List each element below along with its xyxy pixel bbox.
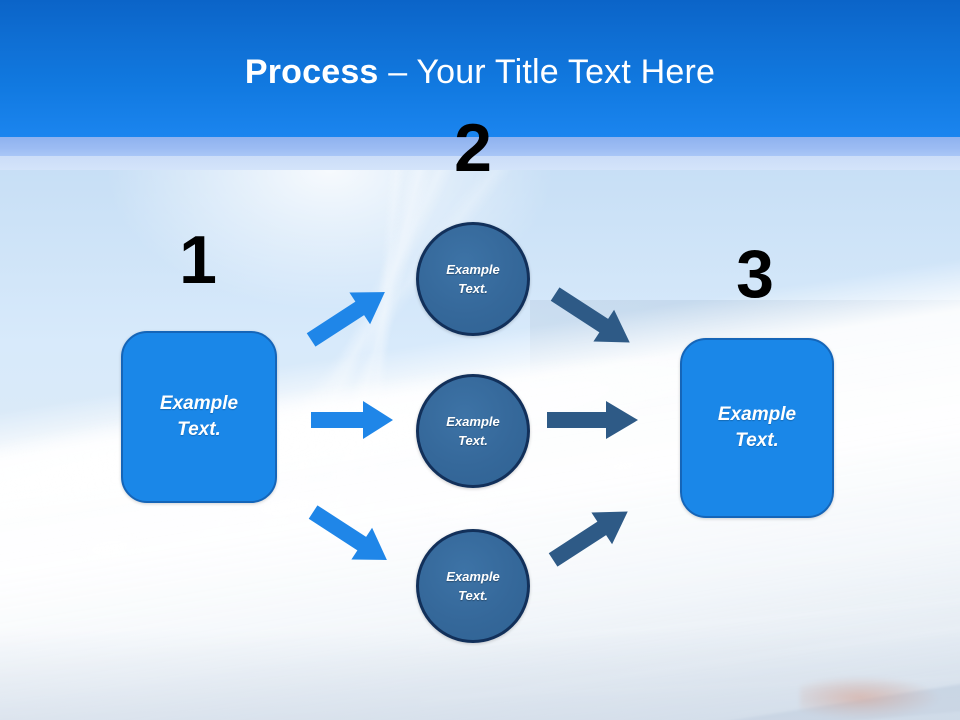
- arrow-start-to-circle-middle-icon: [311, 401, 393, 439]
- page-title-rest: – Your Title Text Here: [378, 53, 716, 91]
- header-accent-fade: [0, 156, 960, 170]
- arrow-circle-bottom-to-end-icon: [548, 511, 628, 567]
- page-title: Process – Your Title Text Here: [0, 50, 960, 94]
- process-circle-middle-label: Example Text.: [446, 414, 500, 448]
- step-number-2: 2: [454, 110, 492, 186]
- arrow-circle-top-to-end-icon: [550, 287, 630, 343]
- arrow-start-to-circle-bottom-icon: [308, 505, 387, 560]
- process-circle-middle[interactable]: Example Text.: [416, 374, 530, 488]
- background-bottom-haze: [0, 630, 960, 720]
- process-box-start[interactable]: Example Text.: [121, 331, 277, 503]
- header-accent-stripe: [0, 137, 960, 156]
- arrow-circle-middle-to-end-icon: [547, 401, 638, 439]
- process-circle-top-label: Example Text.: [446, 262, 500, 296]
- process-circle-bottom-label: Example Text.: [446, 569, 500, 603]
- arrow-start-to-circle-top-icon: [306, 292, 385, 347]
- page-title-strong: Process: [244, 53, 379, 91]
- process-circle-top[interactable]: Example Text.: [416, 222, 530, 336]
- process-box-start-label: Example Text.: [159, 393, 239, 440]
- step-number-3: 3: [736, 236, 774, 312]
- process-box-end[interactable]: Example Text.: [680, 338, 834, 518]
- process-box-end-label: Example Text.: [717, 404, 797, 451]
- process-circle-bottom[interactable]: Example Text.: [416, 529, 530, 643]
- step-number-1: 1: [179, 222, 217, 298]
- header-band: [0, 0, 960, 137]
